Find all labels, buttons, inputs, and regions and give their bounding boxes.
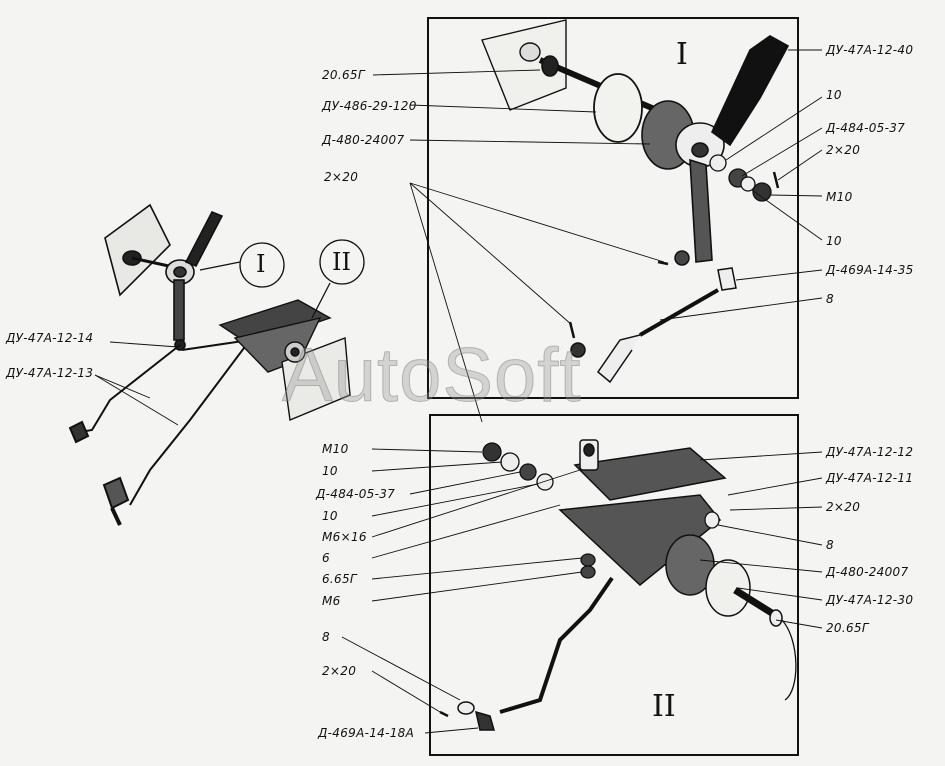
label-rod-upper: ДУ-47А-12-14 (6, 331, 94, 345)
panel-I-leaders (372, 49, 823, 423)
label-II-r2: ДУ-47А-12-11 (826, 471, 914, 485)
label-II-l5: М6×16 (322, 530, 367, 544)
panel-I-shaft-assembly (538, 35, 790, 263)
callout-I: I (256, 250, 266, 278)
panel-I-washers (709, 154, 780, 202)
label-II-l10: 2×20 (322, 664, 357, 678)
callout-II: II (332, 248, 351, 276)
overview-callout-circles (199, 239, 365, 319)
label-II-l1: М10 (322, 442, 349, 456)
label-II-r3: 2×20 (826, 500, 861, 514)
label-I-r1: ДУ-47А-12-40 (826, 43, 914, 57)
label-II-l4: 10 (322, 509, 338, 523)
panel-II-washers (482, 442, 720, 579)
panel-II-numeral: II (652, 689, 676, 724)
label-II-r7: 20.65Г (826, 621, 869, 635)
label-II-r5: Д-480-24007 (826, 565, 909, 579)
label-II-r4: 8 (826, 538, 834, 552)
label-I-r7: Д-469А-14-35 (826, 263, 914, 277)
panel-I-bracket (481, 19, 567, 111)
label-I-l2: ДУ-486-29-120 (322, 99, 417, 113)
label-I-l4: 2×20 (324, 170, 359, 184)
label-II-l3: Д-484-05-37 (316, 487, 396, 501)
overview-foot-pedal (218, 299, 351, 421)
panel-II-pedal (558, 439, 797, 701)
panel-I-frame (427, 17, 799, 399)
label-I-r2: 10 (826, 88, 842, 102)
label-rod-lower: ДУ-47А-12-13 (6, 366, 94, 380)
label-I-r5: М10 (826, 190, 853, 204)
panel-I-numeral: I (676, 37, 688, 72)
label-II-l7: 6.65Г (322, 572, 357, 586)
panel-II-frame (429, 414, 799, 756)
panel-II-leaders (341, 448, 823, 734)
label-II-l11: Д-469А-14-18А (318, 726, 415, 740)
label-I-l1: 20.65Г (322, 68, 365, 82)
label-I-r4: 2×20 (826, 143, 861, 157)
panel-I-lower-linkage (568, 250, 737, 384)
label-II-l9: 8 (322, 630, 330, 644)
overview-leaders (94, 341, 179, 426)
overview-rods (68, 338, 253, 526)
label-II-r6: ДУ-47А-12-30 (826, 593, 914, 607)
label-II-r1: ДУ-47А-12-12 (826, 445, 914, 459)
label-II-l8: М6 (322, 594, 341, 608)
label-II-l6: 6 (322, 551, 330, 565)
overview-hand-lever (104, 203, 224, 351)
label-I-r3: Д-484-05-37 (826, 121, 906, 135)
label-I-r8: 8 (826, 292, 834, 306)
label-I-l3: Д-480-24007 (322, 133, 405, 147)
panel-II-rod (439, 576, 614, 731)
label-II-l2: 10 (322, 464, 338, 478)
label-I-r6: 10 (826, 234, 842, 248)
